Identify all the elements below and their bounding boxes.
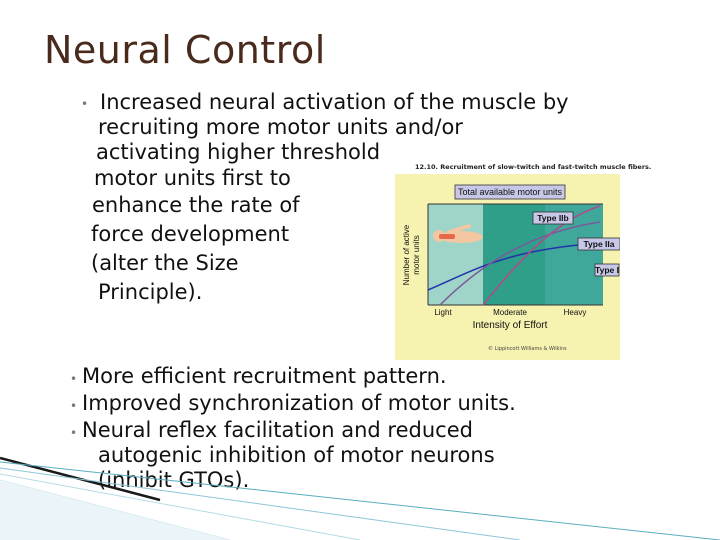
bullet-1-line-6: force development <box>91 222 290 246</box>
recruitment-figure-svg: Total available motor units Type IIb Typ… <box>395 174 621 360</box>
total-label-box <box>454 184 566 200</box>
bullet-1-line-3: activating higher threshold <box>96 140 381 164</box>
bullet-1-line-2: recruiting more motor units and/or <box>98 115 463 139</box>
bullet-marker: • <box>70 399 78 413</box>
type-iib-label: Type IIb <box>537 213 569 223</box>
curve-type-iib <box>482 205 601 306</box>
decorative-wedge <box>0 456 720 540</box>
bullet-3-line-1: Improved synchronization of motor units. <box>82 391 516 415</box>
bullet-marker: • <box>70 426 78 440</box>
type-iia-label: Type IIa <box>583 239 614 249</box>
bullet-4-line-2: autogenic inhibition of motor neurons <box>98 443 495 467</box>
bullet-1-line-4: motor units first to <box>94 166 291 190</box>
bullet-2-line-1: More efficient recruitment pattern. <box>82 364 447 388</box>
y-axis-label-2: motor units <box>412 235 421 275</box>
x-tick-moderate: Moderate <box>493 308 527 317</box>
x-tick-light: Light <box>434 308 452 317</box>
bullet-4-line-1: Neural reflex facilitation and reduced <box>82 418 473 442</box>
zone-light <box>428 204 483 305</box>
type-i-label: Type I <box>595 265 619 275</box>
bullet-1-line-5: enhance the rate of <box>92 193 300 217</box>
figure-credit: © Lippincott Williams & Wilkins <box>488 346 567 352</box>
type-iib-box <box>532 211 574 225</box>
total-label: Total available motor units <box>458 187 563 197</box>
bullet-1-line-8: Principle). <box>98 280 203 304</box>
y-axis-label-1: Number of active <box>402 224 411 285</box>
x-tick-heavy: Heavy <box>564 308 587 317</box>
bullet-1-line-7: (alter the Size <box>91 251 239 275</box>
slide-title: Neural Control <box>44 28 326 72</box>
swimmer-illustration <box>433 224 483 243</box>
figure-caption: 12.10. Recruitment of slow-twitch and fa… <box>415 163 652 171</box>
curve-type-i <box>427 242 601 291</box>
bullet-marker: • <box>81 97 89 111</box>
type-i-box <box>594 263 620 277</box>
bullet-1-line-1: Increased neural activation of the muscl… <box>100 90 569 114</box>
recruitment-figure: Total available motor units Type IIb Typ… <box>395 160 621 360</box>
x-axis-title: Intensity of Effort <box>473 320 548 331</box>
bullet-marker: • <box>70 372 78 386</box>
curve-type-iia <box>439 221 601 306</box>
